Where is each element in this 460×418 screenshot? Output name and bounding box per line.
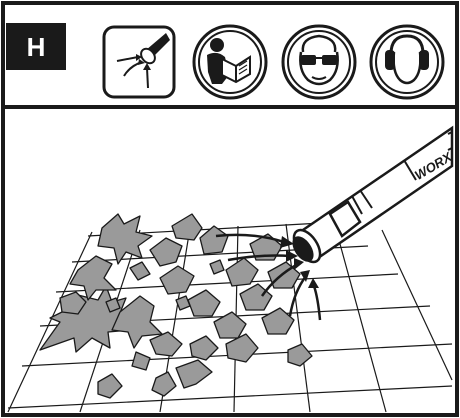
- step-badge: H: [6, 23, 66, 70]
- leaf-pile: [40, 214, 312, 398]
- vacuum-nozzle-suction-icon: [104, 27, 174, 97]
- vacuum-tube: [289, 128, 452, 267]
- wear-ear-protection-icon: [371, 26, 443, 98]
- read-manual-icon: [194, 26, 266, 98]
- wear-safety-glasses-icon: [283, 26, 355, 98]
- step-label: H: [6, 32, 66, 62]
